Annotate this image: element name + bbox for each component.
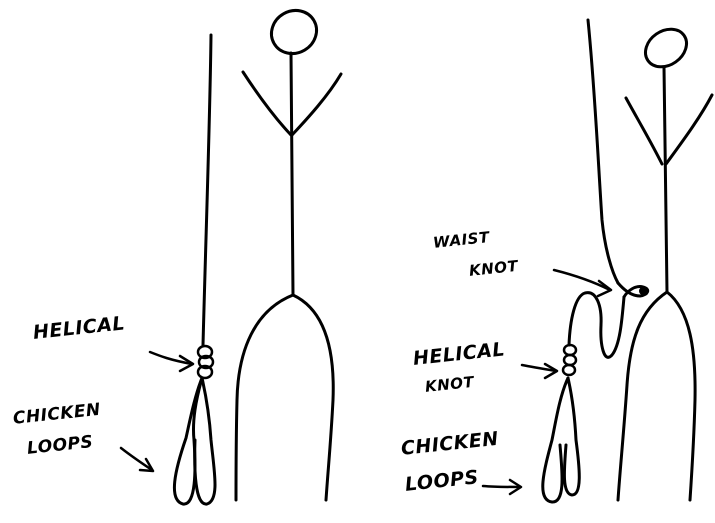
right-chicken-loops	[543, 378, 580, 502]
left-figure-left-leg	[236, 295, 293, 500]
left-chicken-loops	[174, 378, 215, 504]
right-figure-right-arm	[666, 95, 712, 164]
left-figure-head	[264, 2, 325, 61]
right-figure-head	[638, 21, 694, 74]
left-rope	[203, 35, 211, 345]
right-figure-left-arm	[626, 98, 662, 164]
left-stick-figure	[236, 2, 341, 500]
waist-knot-arrow	[554, 270, 610, 290]
right-chicken-loops-arrow	[483, 486, 520, 487]
right-figure-torso	[664, 67, 667, 292]
right-rope-upper	[588, 20, 618, 283]
left-panel	[121, 2, 341, 504]
right-stick-figure	[618, 21, 712, 500]
left-helical-knot	[198, 346, 213, 378]
right-rope-lower	[569, 293, 624, 358]
right-figure-left-leg	[618, 292, 667, 500]
left-figure-torso	[291, 53, 293, 295]
left-figure-right-leg	[293, 295, 333, 500]
left-figure-left-arm	[243, 72, 291, 135]
right-waist-knot	[618, 283, 648, 297]
left-figure-right-arm	[292, 74, 341, 135]
right-figure-right-leg	[667, 292, 695, 500]
right-helical-knot	[563, 345, 576, 375]
helical-arrow	[150, 352, 192, 364]
